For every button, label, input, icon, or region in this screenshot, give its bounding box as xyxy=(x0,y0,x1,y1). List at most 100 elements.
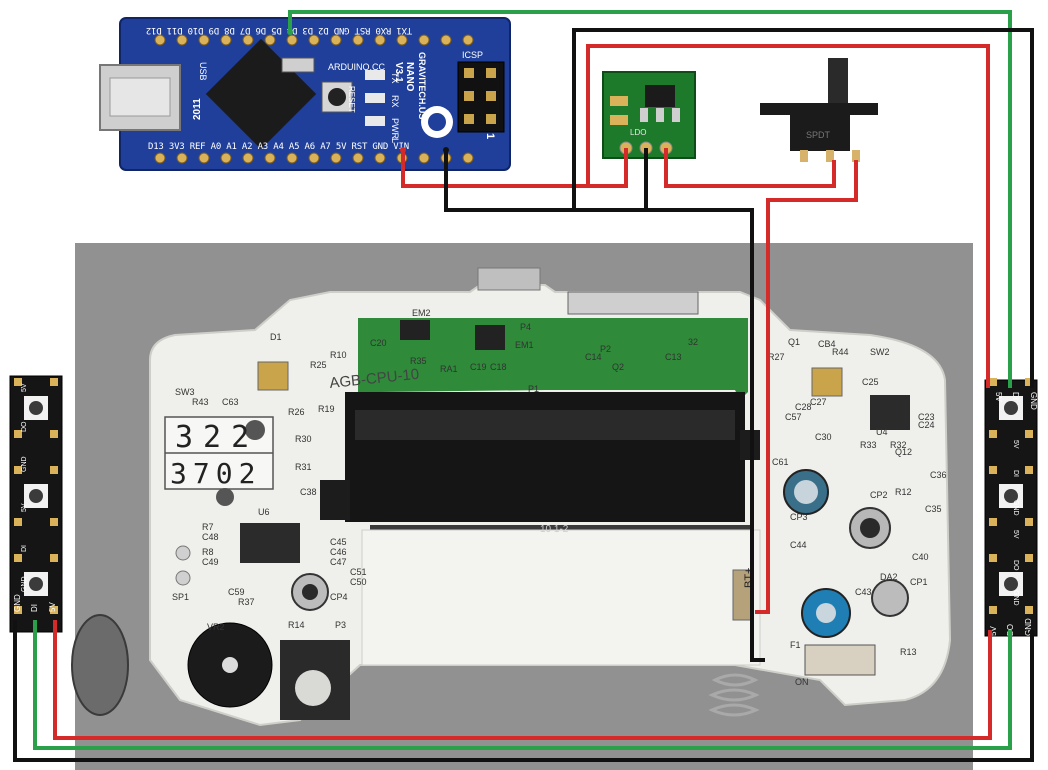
arduino-nano xyxy=(99,17,511,171)
gba-component-label: R30 xyxy=(295,434,312,444)
strip-left-pin-label: 5V xyxy=(48,602,57,612)
gba-component-label: C27 xyxy=(810,397,827,407)
gba-component-label: CP1 xyxy=(910,577,928,587)
gba-component-label: CP3 xyxy=(790,512,808,522)
speaker xyxy=(71,614,129,716)
arduino-pad xyxy=(374,34,386,46)
gba-component-label: C46 xyxy=(330,547,347,557)
wire-gnd-bottom xyxy=(13,620,1034,762)
chip-em2 xyxy=(400,320,430,340)
arduino-year: 2011 xyxy=(192,98,203,120)
gba-component-label: C63 xyxy=(222,397,239,407)
arduino-pad xyxy=(220,152,232,164)
gba-component-label: P4 xyxy=(520,322,531,332)
gba-component-label: C51 xyxy=(350,567,367,577)
gba-component-label: Q12 xyxy=(895,447,912,457)
strip-right-top-label: GND xyxy=(1029,392,1038,410)
arduino-pad xyxy=(374,152,386,164)
arduino-pad xyxy=(264,152,276,164)
led-lens xyxy=(1004,489,1018,503)
arduino-pad xyxy=(308,34,320,46)
arduino-usb-label: USB xyxy=(198,62,208,81)
gba-component-label: SW3 xyxy=(175,387,195,397)
strip-right-top-label: 5V xyxy=(994,392,1003,402)
capacitors xyxy=(291,469,909,638)
strip-right-side-mark: GND xyxy=(1012,500,1019,516)
arduino-icsp-label: ICSP xyxy=(462,50,483,60)
gba-component-label: R33 xyxy=(860,440,877,450)
gba-component-label: R12 xyxy=(895,487,912,497)
gba-component-label: Q2 xyxy=(612,362,624,372)
arduino-pad xyxy=(176,152,188,164)
led-strip-left xyxy=(9,375,63,633)
arduino-pad xyxy=(462,152,474,164)
arduino-pad xyxy=(440,34,452,46)
wire-5v-regulator-to-strip xyxy=(586,44,990,388)
arduino-pad xyxy=(352,152,364,164)
gba-component-label: C40 xyxy=(912,552,929,562)
arduino-model-1: NANO xyxy=(404,62,415,92)
gba-component-label: R26 xyxy=(288,407,305,417)
power-switch-gba xyxy=(804,644,876,676)
gba-component-label: P2 xyxy=(600,344,611,354)
gba-component-label: F1 xyxy=(790,640,801,650)
cartridge-slot xyxy=(320,392,761,666)
wire-data-bottom xyxy=(33,620,1012,750)
gba-component-label: DA2 xyxy=(880,572,898,582)
gba-component-label: C13 xyxy=(665,352,682,362)
arduino-top-pads xyxy=(154,34,474,46)
gba-component-label: C47 xyxy=(330,557,347,567)
gba-component-label: C57 xyxy=(785,412,802,422)
strip-right-side-mark: 5V xyxy=(1012,530,1019,539)
gba-component-label: VR2 xyxy=(207,622,225,632)
solder-points xyxy=(287,29,449,153)
gba-component-label: C49 xyxy=(202,557,219,567)
arduino-pad xyxy=(330,152,342,164)
arduino-pad xyxy=(286,152,298,164)
gba-component-label: R7 xyxy=(202,522,214,532)
wire-gnd-top xyxy=(572,28,1034,388)
strip-right-side-mark: DO xyxy=(1012,560,1019,571)
led-lens xyxy=(29,577,43,591)
gba-component-label: R35 xyxy=(410,356,427,366)
wire-5v-bottom xyxy=(53,620,992,740)
gba-component-label: CP4 xyxy=(330,592,348,602)
arduino-pad xyxy=(352,34,364,46)
arduino-bottom-pin-labels: D13 3V3 REF A0 A1 A2 A3 A4 A5 A6 A7 5V R… xyxy=(148,142,409,152)
gba-component-label: C61 xyxy=(772,457,789,467)
led-lens xyxy=(29,401,43,415)
wire-gnd-nano xyxy=(444,150,765,662)
gba-component-label: C43 xyxy=(855,587,872,597)
strip-right-side-mark: GND xyxy=(1012,590,1019,606)
gba-component-label: U6 xyxy=(258,507,270,517)
strip-right-side-mark: DI xyxy=(1012,470,1019,477)
gba-component-label: C50 xyxy=(350,577,367,587)
gba-component-label: 32 xyxy=(688,337,698,347)
gba-component-label: R31 xyxy=(295,462,312,472)
gba-component-label: D1 xyxy=(270,332,282,342)
arduino-pad xyxy=(198,152,210,164)
lcd-connector xyxy=(567,291,699,315)
strip-right-side-mark: 5V xyxy=(1012,440,1019,449)
strip-left-side-mark: 5V xyxy=(21,503,28,512)
arduino-brand: ARDUINO.CC xyxy=(328,62,386,72)
handwriting-bottom: 3702 xyxy=(170,457,261,490)
gba-component-label: C14 xyxy=(585,352,602,362)
gba-component-label: C30 xyxy=(815,432,832,442)
arduino-pad xyxy=(198,34,210,46)
gba-component-label: R14 xyxy=(288,620,305,630)
chip-u6 xyxy=(240,523,300,563)
gba-component-label: C36 xyxy=(930,470,947,480)
gba-component-label: R13 xyxy=(900,647,917,657)
switch-label: SPDT xyxy=(806,130,831,140)
arduino-maker: GRAVITECH.US xyxy=(417,52,427,119)
gba-component-label: R43 xyxy=(192,397,209,407)
arduino-bottom-pads xyxy=(154,152,474,164)
slide-switch xyxy=(760,58,878,162)
wires xyxy=(13,10,1034,762)
wire-data-top xyxy=(288,10,1012,388)
gba-component-label: C19 xyxy=(470,362,487,372)
